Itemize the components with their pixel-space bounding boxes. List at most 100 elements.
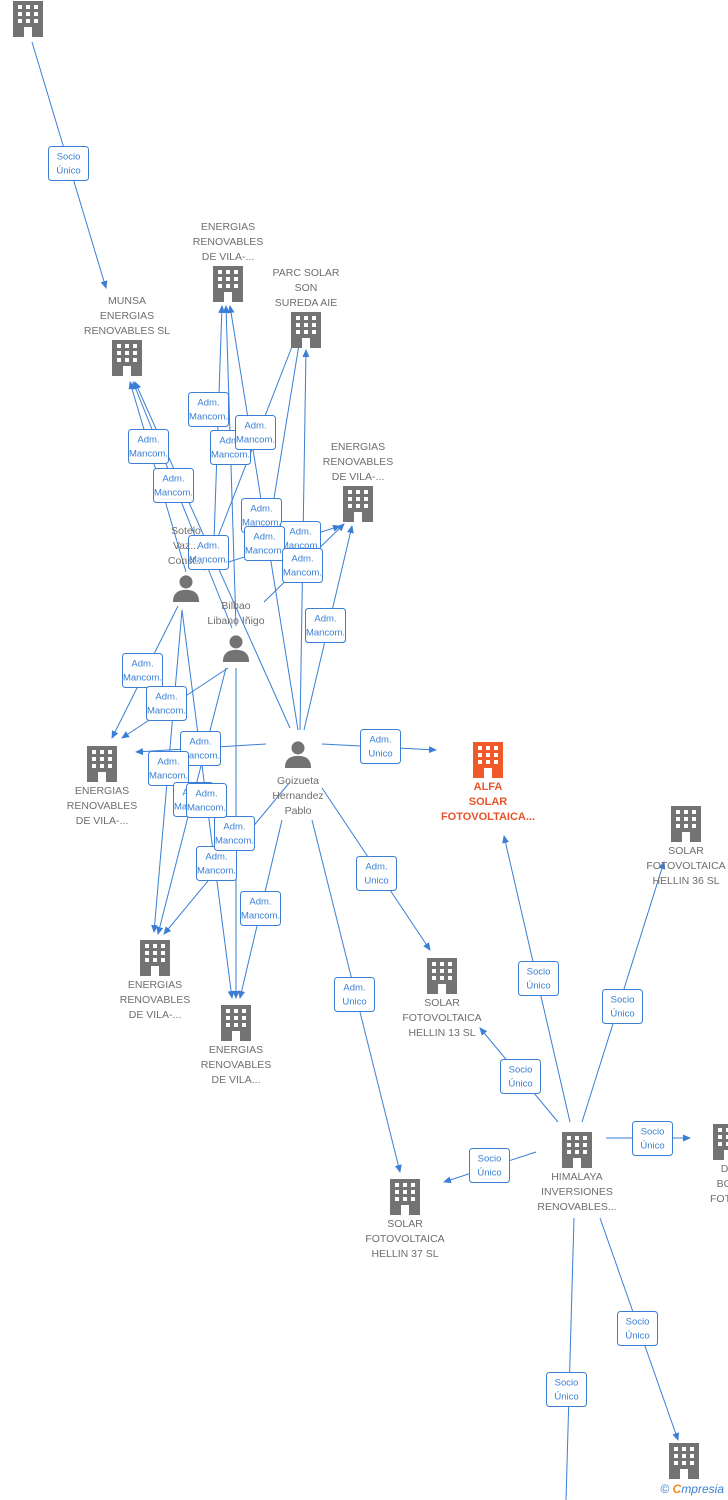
edge-label-bilbao-ev3[interactable]: Adm. Mancom. bbox=[146, 686, 187, 721]
edge-label-line: Mancom. bbox=[211, 450, 250, 461]
node-label-line: PARC SOLAR bbox=[273, 267, 340, 279]
node-label-line: SON bbox=[295, 282, 318, 294]
edge-label-line: Único bbox=[554, 1392, 578, 1403]
edge-label-line: Mancom. bbox=[306, 628, 345, 639]
node-alfa[interactable]: ALFASOLARFOTOVOLTAICA... bbox=[441, 742, 535, 823]
edge-label-line: Adm. bbox=[155, 692, 177, 703]
person-icon bbox=[222, 635, 250, 662]
node-label-line: Goizueta bbox=[277, 775, 319, 787]
edge-label-goizueta-ev3[interactable]: Adm.Mancom. bbox=[180, 731, 221, 766]
node-label-line: SOLAR bbox=[668, 845, 704, 857]
edge-label-line: Único bbox=[625, 1331, 649, 1342]
node-label-line: ENERGIAS bbox=[209, 1044, 263, 1056]
edge-label-line: Adm. bbox=[197, 398, 219, 409]
building-icon bbox=[713, 1124, 728, 1160]
node-label-line: SOLAR bbox=[424, 997, 460, 1009]
edge-label-goizueta-ev1[interactable]: Adm.Mancom. bbox=[241, 498, 282, 533]
building-icon bbox=[669, 1443, 699, 1479]
building-icon bbox=[112, 340, 142, 376]
node-label-line: Bilbao bbox=[221, 600, 250, 612]
edge-label-line: Mancom. bbox=[181, 751, 220, 762]
node-label-line: DE VILA... bbox=[211, 1074, 260, 1086]
building-icon bbox=[343, 486, 373, 522]
node-label-line: HELLIN 13 SL bbox=[408, 1027, 475, 1039]
edge-label-sotelo-ev5[interactable]: Adm.Mancom. bbox=[214, 816, 255, 851]
building-icon bbox=[473, 742, 503, 778]
edge-label-line: Unico bbox=[368, 749, 392, 760]
node-label-line: FOTOV bbox=[710, 1193, 728, 1205]
building-icon bbox=[213, 266, 243, 302]
footer-brand[interactable]: © Cmpresia bbox=[660, 1482, 724, 1496]
edge-label-sotelo-parc[interactable]: Adm.Mancom. bbox=[188, 535, 229, 570]
node-himalaya[interactable]: HIMALAYAINVERSIONESRENOVABLES... bbox=[537, 1132, 617, 1213]
edge-label-line: Adm. bbox=[162, 474, 184, 485]
node-label-line: ENERGIAS bbox=[331, 441, 385, 453]
edge-label-line: Mancom. bbox=[242, 518, 281, 529]
node-top[interactable] bbox=[13, 1, 43, 37]
edge-label-goizueta-alfa[interactable]: Adm. Unico bbox=[360, 729, 401, 764]
edge-label-line: Adm. bbox=[365, 862, 387, 873]
node-label-line: RENOVABLES... bbox=[537, 1201, 616, 1213]
edge-label-line: Adm. bbox=[195, 789, 217, 800]
edge-label-line: Adm. bbox=[137, 435, 159, 446]
edge-label-sotelo-ev3[interactable]: Adm.Mancom. bbox=[122, 653, 163, 688]
edge-label-bilbao-munsa[interactable]: Adm.Mancom. bbox=[153, 468, 194, 503]
node-label-line: FOTOVOLTAICA bbox=[365, 1233, 444, 1245]
node-label-line: SUREDA AIE bbox=[275, 297, 337, 309]
edge-label-goizueta-ev2[interactable]: Adm.Mancom. bbox=[305, 608, 346, 643]
node-right1[interactable]: DEBONFOTOV bbox=[710, 1124, 728, 1205]
node-label-line: DE VILA-... bbox=[129, 1009, 182, 1021]
edge-label-bilbao-ev2[interactable]: Adm.Mancom. bbox=[282, 548, 323, 583]
edge-label-goizueta-h37[interactable]: Adm.Unico bbox=[334, 977, 375, 1012]
edge-label-goizueta-ev5[interactable]: Adm.Mancom. bbox=[240, 891, 281, 926]
edge-label-line: Único bbox=[477, 1168, 501, 1179]
building-icon bbox=[562, 1132, 592, 1168]
empresia-logo: Cmpresia bbox=[672, 1482, 724, 1496]
node-h13[interactable]: SOLAR FOTOVOLTAICA HELLIN 13 SL bbox=[402, 958, 482, 1039]
edge-label-line: Socio bbox=[509, 1065, 533, 1076]
edge-label-bilbao-ev5[interactable]: Adm.Mancom. bbox=[186, 783, 227, 818]
node-bottom[interactable] bbox=[669, 1443, 699, 1479]
edge-label-line: Adm. bbox=[157, 757, 179, 768]
node-label-line: FOTOVOLTAICA bbox=[402, 1012, 481, 1024]
node-label-line: Libano Iñigo bbox=[207, 615, 264, 627]
edge-label-bilbao-ev1[interactable]: Adm.Mancom. bbox=[235, 415, 276, 450]
edge-label-sotelo-munsa[interactable]: Adm.Mancom. bbox=[128, 429, 169, 464]
node-parc[interactable]: PARC SOLAR SON SUREDA AIE bbox=[273, 267, 340, 348]
edge-label-line: Mancom. bbox=[236, 435, 275, 446]
edge-label-goizueta-munsa[interactable]: Adm.Mancom. bbox=[188, 392, 229, 427]
edge-label-goizueta-h13[interactable]: Adm.Unico bbox=[356, 856, 397, 891]
edge-label-goizueta-ev4[interactable]: Adm.Mancom. bbox=[196, 846, 237, 881]
edge-label-sotelo-ev4[interactable]: Adm.Mancom. bbox=[148, 751, 189, 786]
edge-bilbao-ev1 bbox=[222, 305, 237, 627]
edge-label-sotelo-ev2[interactable]: Adm.Mancom. bbox=[244, 526, 285, 561]
edge-label-line: Único bbox=[610, 1009, 634, 1020]
edge-label-line: Adm. bbox=[205, 852, 227, 863]
edge-label-line: Socio bbox=[57, 152, 81, 163]
edge-label-line: Adm. bbox=[369, 735, 391, 746]
node-label-line: FOTOVOLTAICA bbox=[646, 860, 725, 872]
node-sotelo[interactable]: SoteloVaz...Const... bbox=[168, 525, 204, 602]
edge-label-line: Mancom. bbox=[147, 706, 186, 717]
edge-label-line: Adm. bbox=[289, 527, 311, 538]
node-label-line: RENOVABLES SL bbox=[84, 325, 170, 337]
